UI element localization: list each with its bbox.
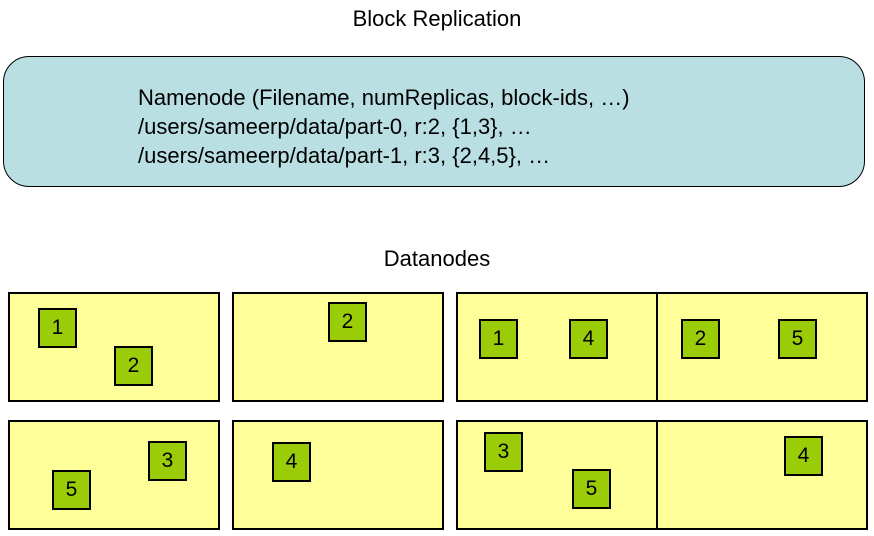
datanode-box: 2 <box>232 292 444 402</box>
namenode-text-block: Namenode (Filename, numReplicas, block-i… <box>138 83 630 170</box>
data-block: 1 <box>38 308 77 348</box>
data-block: 3 <box>484 432 523 472</box>
data-block: 2 <box>114 346 153 386</box>
data-block: 4 <box>784 436 823 476</box>
datanode-box: 4 <box>232 420 444 530</box>
page-title: Block Replication <box>352 6 522 31</box>
data-block: 5 <box>572 469 611 509</box>
namenode-panel: Namenode (Filename, numReplicas, block-i… <box>3 56 865 187</box>
datanodes-section-label: Datanodes <box>383 246 491 271</box>
data-block: 2 <box>328 302 367 342</box>
datanode-box: 4 <box>656 420 868 530</box>
namenode-entry-part-0: /users/sameerp/data/part-0, r:2, {1,3}, … <box>138 114 532 139</box>
data-block: 4 <box>272 442 311 482</box>
data-block: 5 <box>52 470 91 510</box>
data-block: 1 <box>479 319 518 359</box>
namenode-entry-part-1: /users/sameerp/data/part-1, r:3, {2,4,5}… <box>138 143 551 168</box>
data-block: 3 <box>148 441 187 481</box>
data-block: 5 <box>778 319 817 359</box>
data-block: 4 <box>569 319 608 359</box>
data-block: 2 <box>681 319 720 359</box>
namenode-header-line: Namenode (Filename, numReplicas, block-i… <box>138 85 630 110</box>
